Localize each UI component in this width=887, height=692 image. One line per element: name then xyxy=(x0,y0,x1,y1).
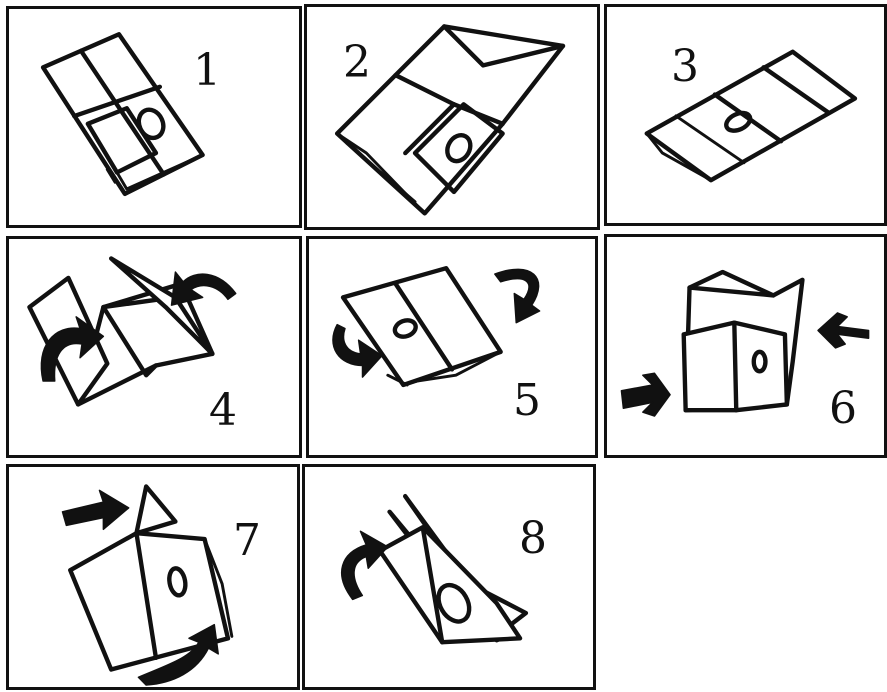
step-4-illustration xyxy=(9,239,299,455)
step-number: 8 xyxy=(519,517,547,561)
push-arrow-icon xyxy=(621,373,670,416)
step-2-panel: 2 xyxy=(304,4,600,230)
curved-arrow-icon xyxy=(342,531,388,599)
step-8-illustration xyxy=(305,467,593,687)
step-7-illustration xyxy=(9,467,297,687)
step-number: 2 xyxy=(343,41,371,85)
step-number: 5 xyxy=(513,379,541,423)
step-3-panel: 3 xyxy=(604,4,887,226)
step-4-panel: 4 xyxy=(6,236,302,458)
step-5-illustration xyxy=(309,239,595,455)
step-8-panel: 8 xyxy=(302,464,596,690)
rotate-arrow-icon xyxy=(495,269,540,322)
step-7-panel: 7 xyxy=(6,464,300,690)
step-number: 7 xyxy=(233,519,261,563)
step-6-panel: 6 xyxy=(604,234,887,458)
step-number: 3 xyxy=(671,45,699,89)
step-1-illustration xyxy=(9,9,299,225)
step-number: 1 xyxy=(193,49,221,93)
step-1-panel: 1 xyxy=(6,6,302,228)
step-5-panel: 5 xyxy=(306,236,598,458)
push-arrow-icon xyxy=(818,313,869,348)
curved-arrow-icon xyxy=(172,272,236,305)
step-number: 4 xyxy=(209,389,237,433)
step-number: 6 xyxy=(829,387,857,431)
curved-arrow-icon xyxy=(62,490,128,529)
step-3-illustration xyxy=(607,7,884,223)
